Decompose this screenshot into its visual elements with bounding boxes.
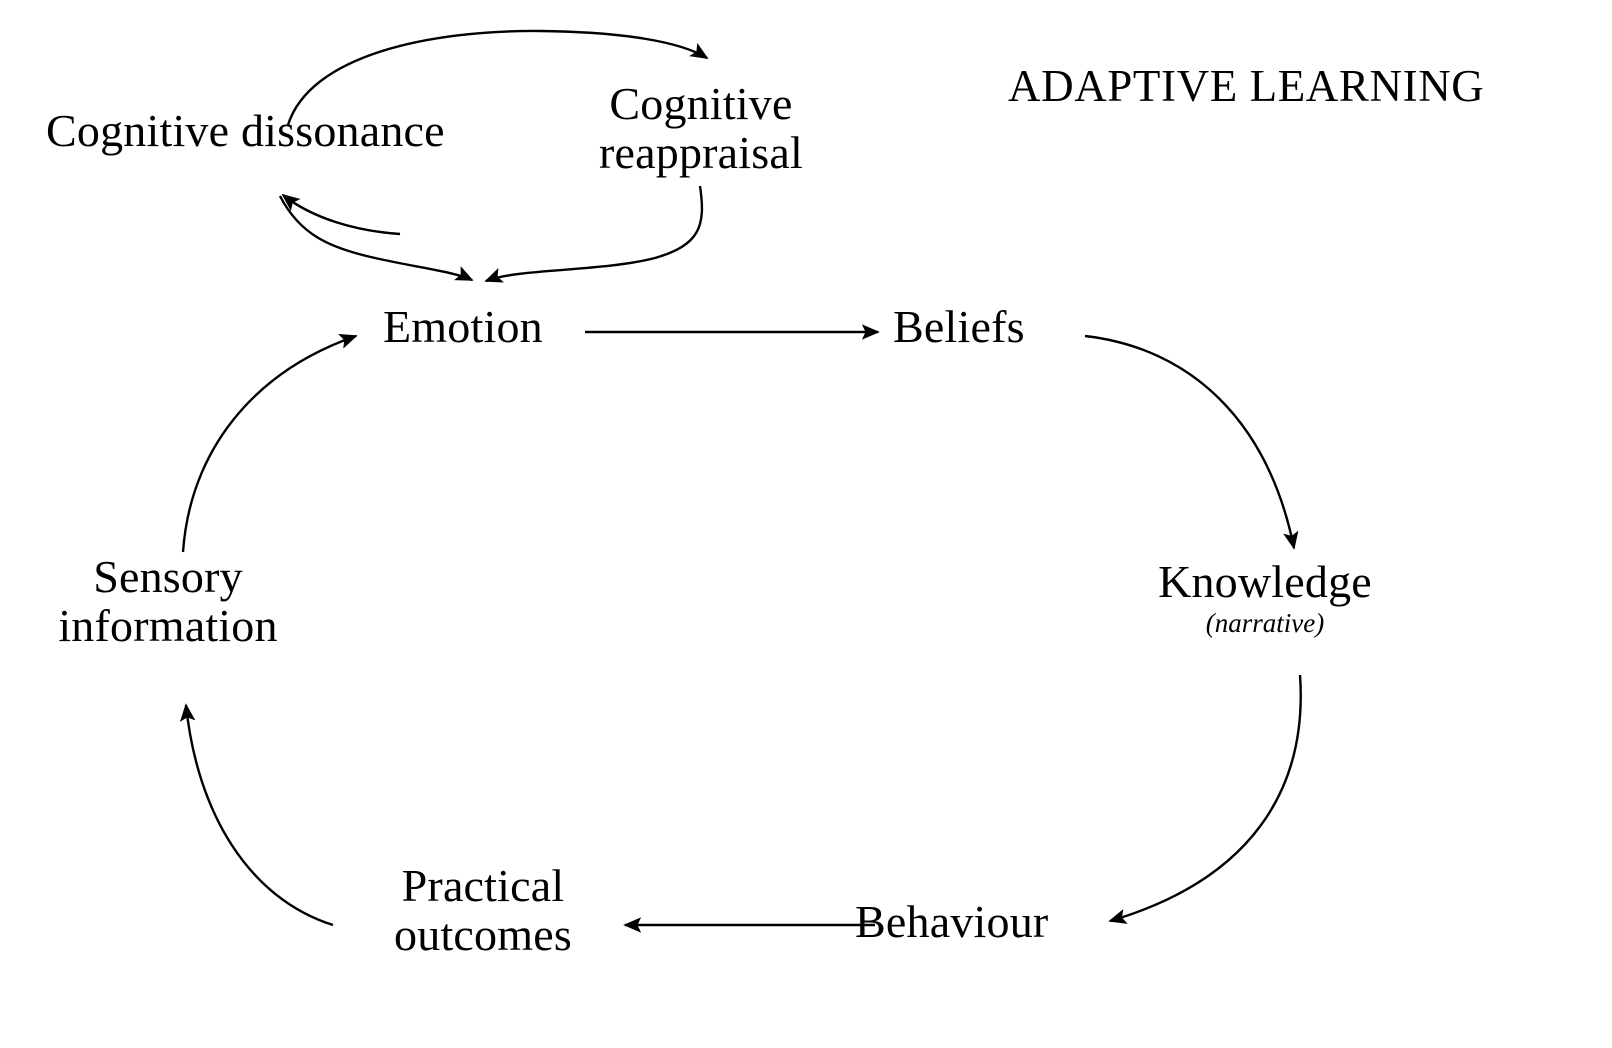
node-cognitive-reappraisal-label-line1: Cognitive	[609, 78, 793, 129]
node-sensory-information-label-line1: Sensory	[93, 551, 243, 602]
node-behaviour-label: Behaviour	[855, 896, 1049, 947]
node-knowledge-label: Knowledge	[1158, 556, 1372, 607]
node-practical-outcomes: Practical outcomes	[380, 860, 586, 960]
edge-knowledge-to-behaviour	[1108, 674, 1302, 924]
node-sensory-information-label-line2: information	[58, 599, 278, 651]
edge-dissonance-to-reappraisal	[286, 29, 709, 126]
edge-sensory-to-emotion	[181, 333, 358, 553]
edge-practical-outcomes-to-sensory	[179, 703, 334, 927]
node-emotion-label: Emotion	[383, 301, 543, 352]
edge-emotion-to-dissonance	[281, 193, 401, 236]
edge-dissonance-to-emotion	[278, 195, 474, 282]
node-cognitive-reappraisal: Cognitive reappraisal	[540, 78, 862, 178]
node-practical-outcomes-label-line2: outcomes	[394, 908, 572, 960]
diagram-title: ADAPTIVE LEARNING	[1008, 61, 1485, 111]
node-beliefs: Beliefs	[893, 301, 1025, 352]
node-cognitive-reappraisal-label-line2: reappraisal	[599, 126, 803, 178]
node-knowledge: Knowledge (narrative)	[1140, 556, 1390, 639]
node-knowledge-sublabel: (narrative)	[1205, 607, 1325, 638]
node-sensory-information: Sensory information	[44, 551, 292, 651]
node-emotion: Emotion	[383, 301, 543, 352]
edge-beliefs-to-knowledge	[1084, 334, 1299, 550]
edge-reappraisal-to-emotion	[484, 185, 704, 283]
node-practical-outcomes-label-line1: Practical	[401, 860, 565, 911]
node-beliefs-label: Beliefs	[893, 301, 1025, 352]
node-behaviour: Behaviour	[855, 896, 1049, 947]
node-cognitive-dissonance-label: Cognitive dissonance	[46, 105, 445, 156]
node-cognitive-dissonance: Cognitive dissonance	[46, 105, 445, 156]
